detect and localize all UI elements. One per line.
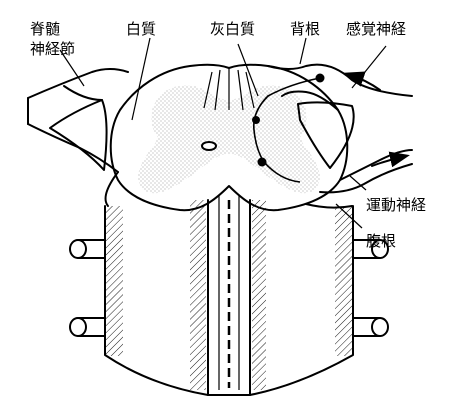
- right-nerve-stubs: [352, 239, 389, 337]
- central-canal: [201, 141, 217, 151]
- right-hatch-strip: [335, 206, 353, 356]
- label-dorsal-root: 背根: [290, 20, 320, 38]
- motor-arrow: [371, 151, 410, 168]
- left-hatch-strip: [105, 206, 123, 356]
- label-ventral-root: 腹根: [366, 232, 396, 250]
- center-left-hatch: [190, 200, 206, 390]
- gray-matter-region: [138, 85, 320, 194]
- sensory-arrow: [344, 71, 381, 91]
- right-roots: [252, 63, 413, 209]
- label-motor-nerve: 運動神経: [366, 196, 426, 214]
- label-spinal-ganglion-1: 脊髄: [30, 20, 60, 38]
- dorsal-fissure-lines: [203, 68, 255, 111]
- dorsal-root-neuron-dot: [315, 73, 325, 83]
- left-roots: [27, 68, 129, 207]
- leader-lines: [59, 37, 387, 229]
- labels: 脊髄 神経節 白質 灰白質 背根 感覚神経 運動神経 腹根: [30, 20, 426, 250]
- interneuron-dot: [252, 116, 260, 124]
- sensory-axon-path: [252, 77, 321, 183]
- motor-neuron-dot: [257, 157, 267, 167]
- label-sensory-nerve: 感覚神経: [346, 20, 406, 38]
- center-right-hatch: [252, 200, 266, 390]
- cross-section: [109, 63, 349, 212]
- label-spinal-ganglion-2: 神経節: [30, 40, 75, 58]
- label-white-matter: 灰白質: [210, 20, 255, 38]
- label-gray-matter: 白質: [126, 20, 156, 38]
- left-nerve-stubs: [69, 239, 106, 337]
- spinal-column: [69, 196, 389, 396]
